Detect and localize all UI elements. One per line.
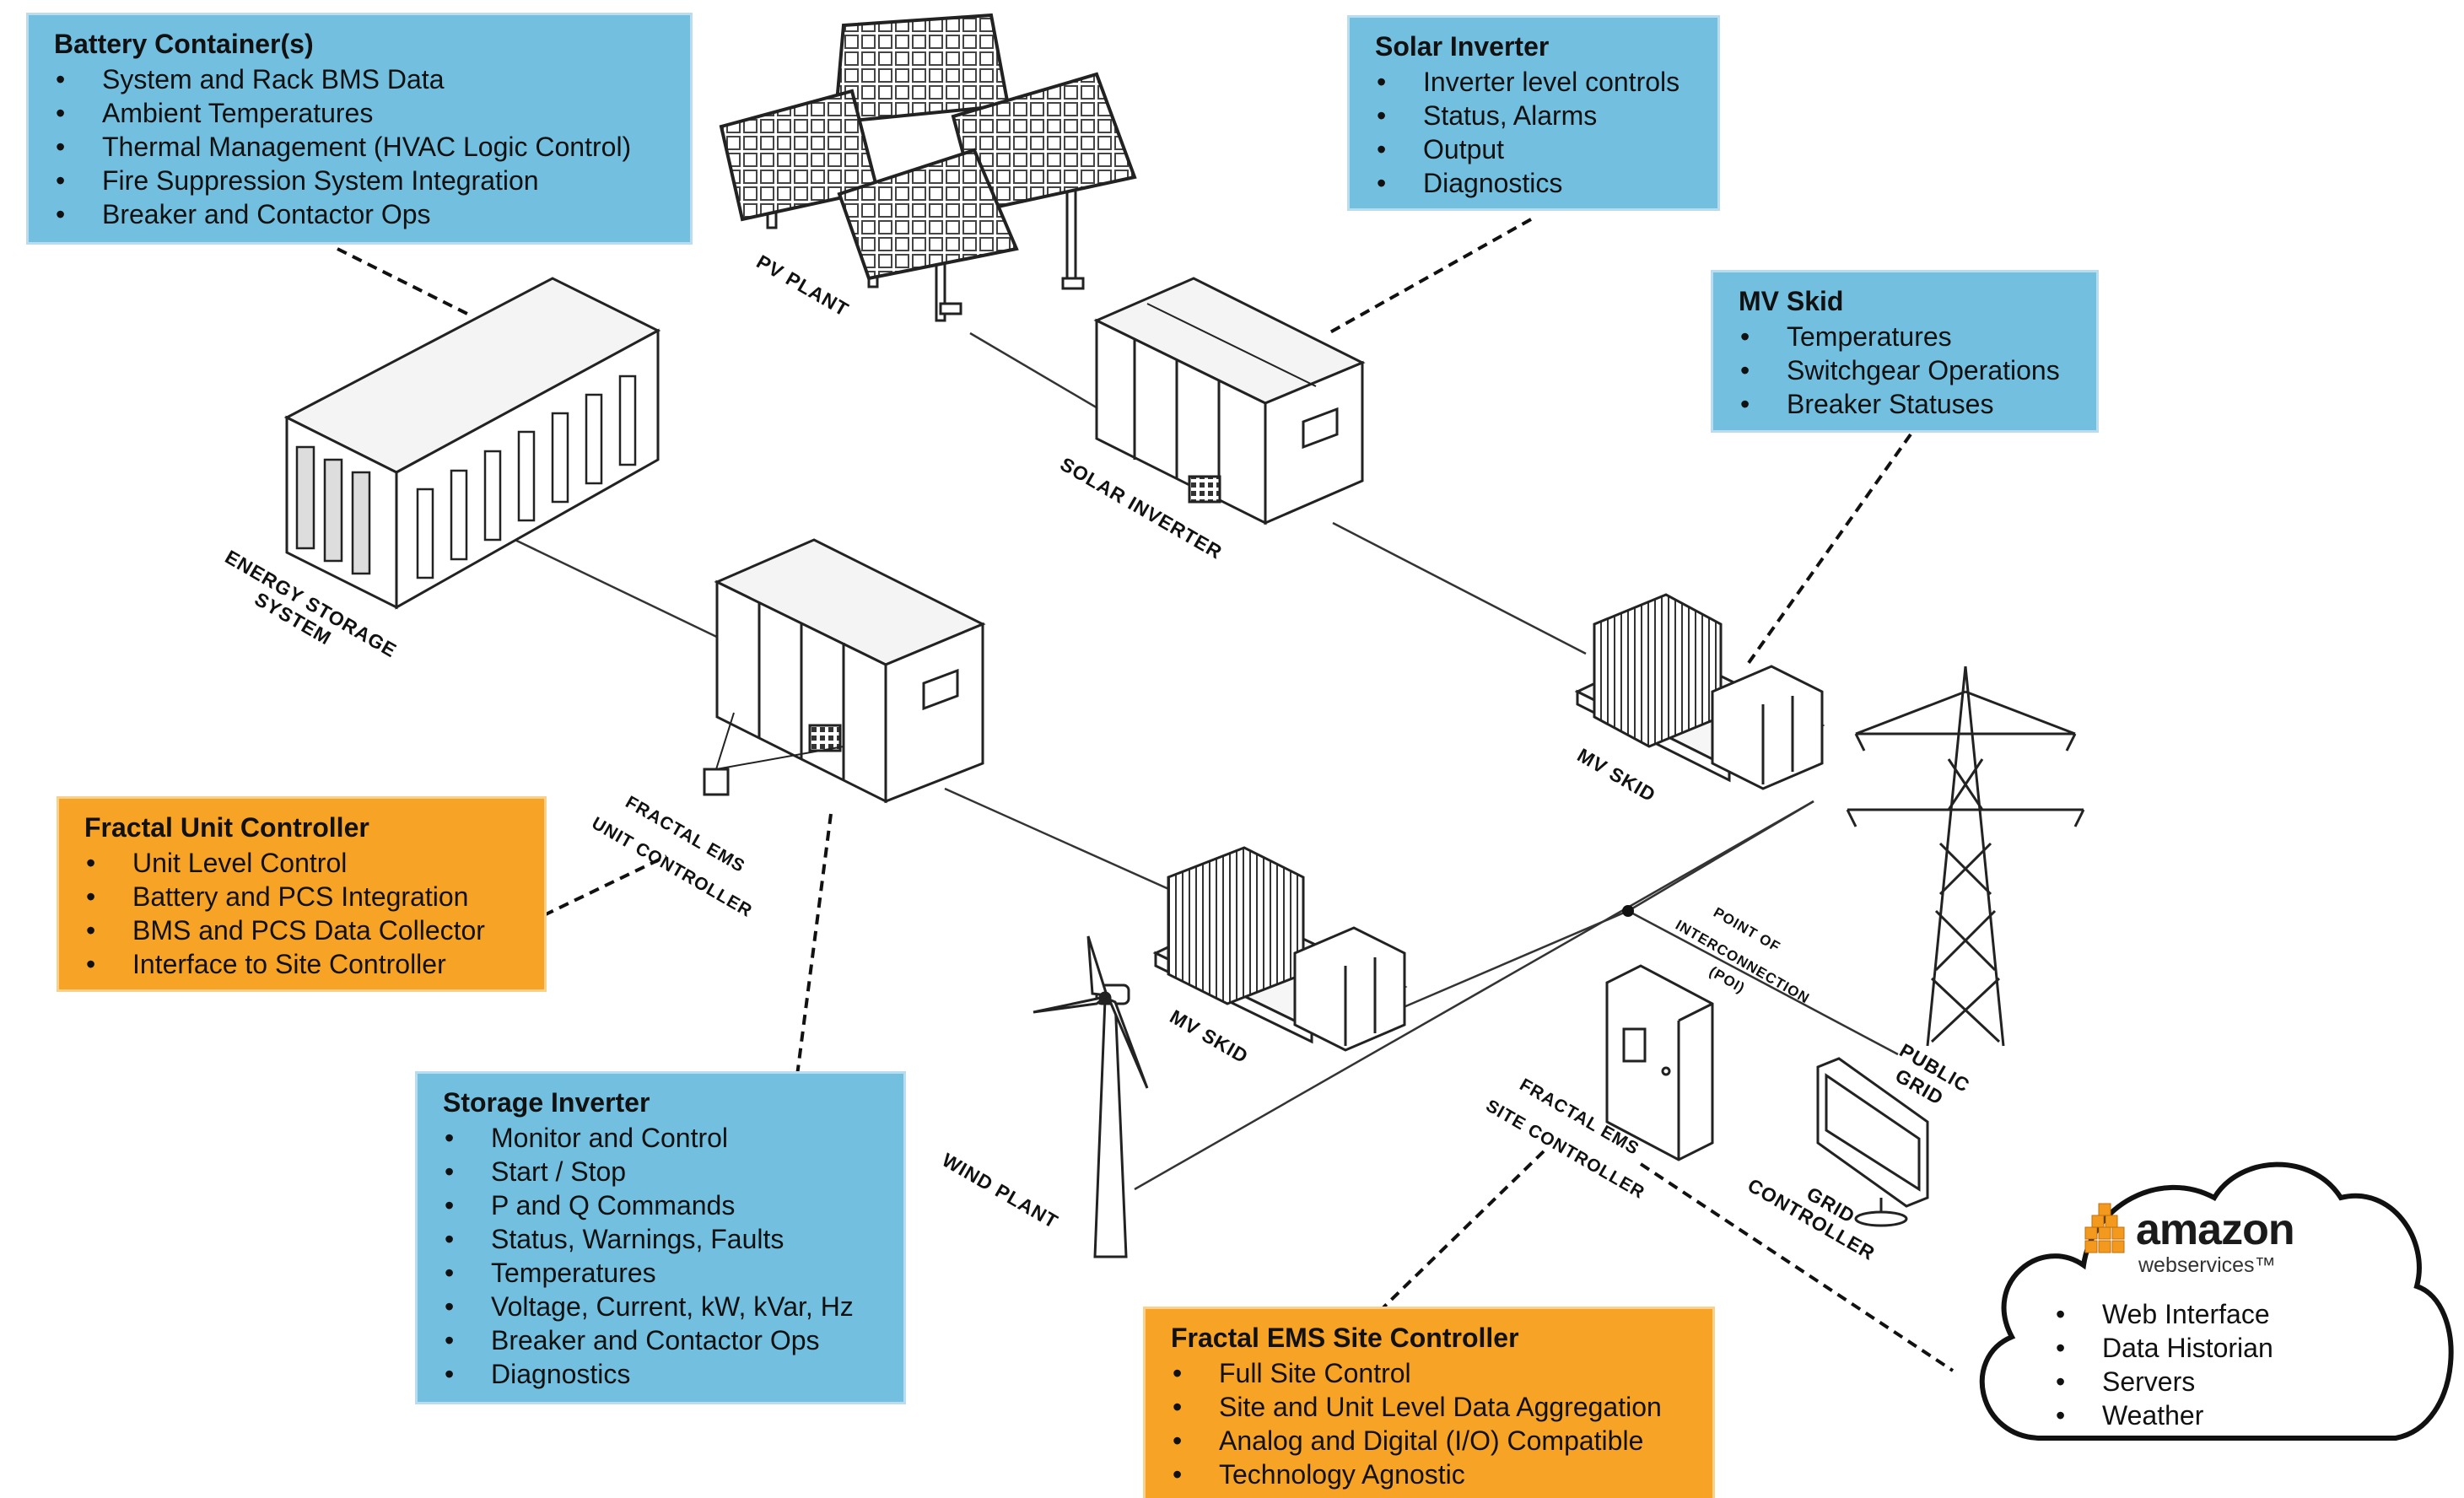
list-item: Output bbox=[1375, 132, 1696, 166]
wind-turbine bbox=[1033, 935, 1149, 1258]
storage-inverter-box: Storage Inverter Monitor and Control Sta… bbox=[415, 1071, 906, 1404]
label-mv-skid-upper: MV SKID bbox=[1574, 744, 1660, 806]
unit-controller-box bbox=[703, 768, 730, 796]
fractal-ems-site-controller-list: Full Site Control Site and Unit Level Da… bbox=[1171, 1356, 1690, 1491]
list-item: Unit Level Control bbox=[84, 846, 522, 880]
solar-inverter-list: Inverter level controls Status, Alarms O… bbox=[1375, 65, 1696, 200]
list-item: P and Q Commands bbox=[443, 1188, 882, 1222]
energy-storage-container bbox=[283, 277, 661, 610]
list-item: Diagnostics bbox=[1375, 166, 1696, 200]
list-item: Full Site Control bbox=[1171, 1356, 1690, 1390]
mv-skid-title: MV Skid bbox=[1739, 286, 1844, 316]
list-item: Weather bbox=[2054, 1398, 2273, 1432]
list-item: Breaker and Contactor Ops bbox=[443, 1323, 882, 1357]
fractal-ems-site-controller-box: Fractal EMS Site Controller Full Site Co… bbox=[1143, 1307, 1715, 1498]
fractal-unit-controller-box: Fractal Unit Controller Unit Level Contr… bbox=[57, 796, 547, 992]
label-pv-plant: PV PLANT bbox=[753, 251, 853, 321]
list-item: Technology Agnostic bbox=[1171, 1458, 1690, 1491]
battery-container-title: Battery Container(s) bbox=[54, 29, 314, 59]
solar-inverter-box: Solar Inverter Inverter level controls S… bbox=[1347, 15, 1720, 211]
list-item: Analog and Digital (I/O) Compatible bbox=[1171, 1424, 1690, 1458]
list-item: Battery and PCS Integration bbox=[84, 880, 522, 913]
list-item: Web Interface bbox=[2054, 1297, 2273, 1331]
battery-container-list: System and Rack BMS Data Ambient Tempera… bbox=[54, 62, 668, 231]
list-item: Ambient Temperatures bbox=[54, 96, 668, 130]
list-item: Data Historian bbox=[2054, 1331, 2273, 1365]
list-item: Diagnostics bbox=[443, 1357, 882, 1391]
list-item: Status, Warnings, Faults bbox=[443, 1222, 882, 1256]
site-controller-cabinet bbox=[1605, 964, 1714, 1161]
label-wind-plant: WIND PLANT bbox=[939, 1149, 1063, 1233]
list-item: Site and Unit Level Data Aggregation bbox=[1171, 1390, 1690, 1424]
aws-services-list: Web Interface Data Historian Servers Wea… bbox=[2054, 1297, 2273, 1432]
list-item: Interface to Site Controller bbox=[84, 947, 522, 981]
list-item: Breaker Statuses bbox=[1739, 387, 2074, 421]
list-item: Servers bbox=[2054, 1365, 2273, 1398]
mv-skid-list: Temperatures Switchgear Operations Break… bbox=[1739, 320, 2074, 421]
leader-lines bbox=[337, 218, 1954, 1372]
list-item: Start / Stop bbox=[443, 1155, 882, 1188]
fractal-unit-controller-list: Unit Level Control Battery and PCS Integ… bbox=[84, 846, 522, 981]
list-item: Status, Alarms bbox=[1375, 99, 1696, 132]
aws-logo-sub: webservices™ bbox=[2138, 1253, 2276, 1277]
label-mv-skid-lower: MV SKID bbox=[1167, 1005, 1253, 1068]
list-item: Monitor and Control bbox=[443, 1121, 882, 1155]
list-item: Voltage, Current, kW, kVar, Hz bbox=[443, 1290, 882, 1323]
mv-skid-upper bbox=[1574, 593, 1825, 790]
poi-node bbox=[1622, 905, 1634, 917]
list-item: Inverter level controls bbox=[1375, 65, 1696, 99]
transmission-tower bbox=[1846, 665, 2085, 1047]
grid-controller-monitor bbox=[1816, 1057, 1929, 1227]
list-item: Fire Suppression System Integration bbox=[54, 164, 668, 197]
mv-skid-lower bbox=[1152, 846, 1408, 1052]
list-item: Temperatures bbox=[443, 1256, 882, 1290]
list-item: BMS and PCS Data Collector bbox=[84, 913, 522, 947]
mv-skid-box: MV Skid Temperatures Switchgear Operatio… bbox=[1711, 270, 2099, 433]
storage-inverter-list: Monitor and Control Start / Stop P and Q… bbox=[443, 1121, 882, 1391]
aws-cubes-icon bbox=[2084, 1203, 2125, 1253]
list-item: Thermal Management (HVAC Logic Control) bbox=[54, 130, 668, 164]
list-item: System and Rack BMS Data bbox=[54, 62, 668, 96]
solar-inverter-title: Solar Inverter bbox=[1375, 31, 1550, 62]
list-item: Switchgear Operations bbox=[1739, 353, 2074, 387]
fractal-unit-controller-title: Fractal Unit Controller bbox=[84, 812, 369, 843]
list-item: Breaker and Contactor Ops bbox=[54, 197, 668, 231]
aws-logo-word: amazon bbox=[2136, 1205, 2295, 1254]
fractal-ems-site-controller-title: Fractal EMS Site Controller bbox=[1171, 1323, 1519, 1353]
battery-container-box: Battery Container(s) System and Rack BMS… bbox=[26, 13, 693, 245]
storage-inverter-title: Storage Inverter bbox=[443, 1087, 650, 1118]
storage-inverter-unit bbox=[703, 538, 986, 804]
solar-inverter-unit bbox=[1093, 277, 1366, 525]
pv-plant bbox=[719, 13, 1137, 322]
list-item: Temperatures bbox=[1739, 320, 2074, 353]
